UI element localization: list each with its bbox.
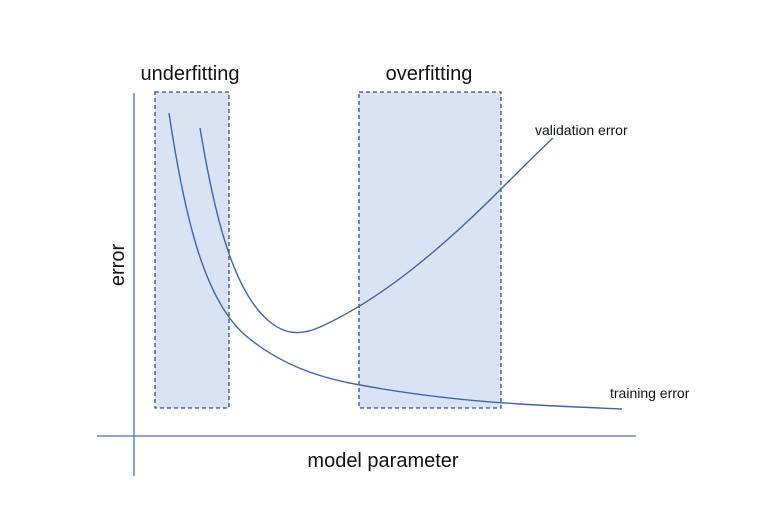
underfitting-label: underfitting	[141, 63, 240, 85]
training-error-label: training error	[610, 385, 690, 401]
x-axis-label: model parameter	[307, 450, 459, 472]
overfitting-region	[358, 91, 502, 409]
training-error-curve	[168, 112, 623, 410]
overfitting-label: overfitting	[386, 63, 473, 85]
validation-error-curve	[199, 127, 554, 334]
validation-error-label: validation error	[535, 122, 628, 138]
y-axis-label: error	[107, 244, 129, 287]
underfitting-region	[154, 91, 230, 409]
